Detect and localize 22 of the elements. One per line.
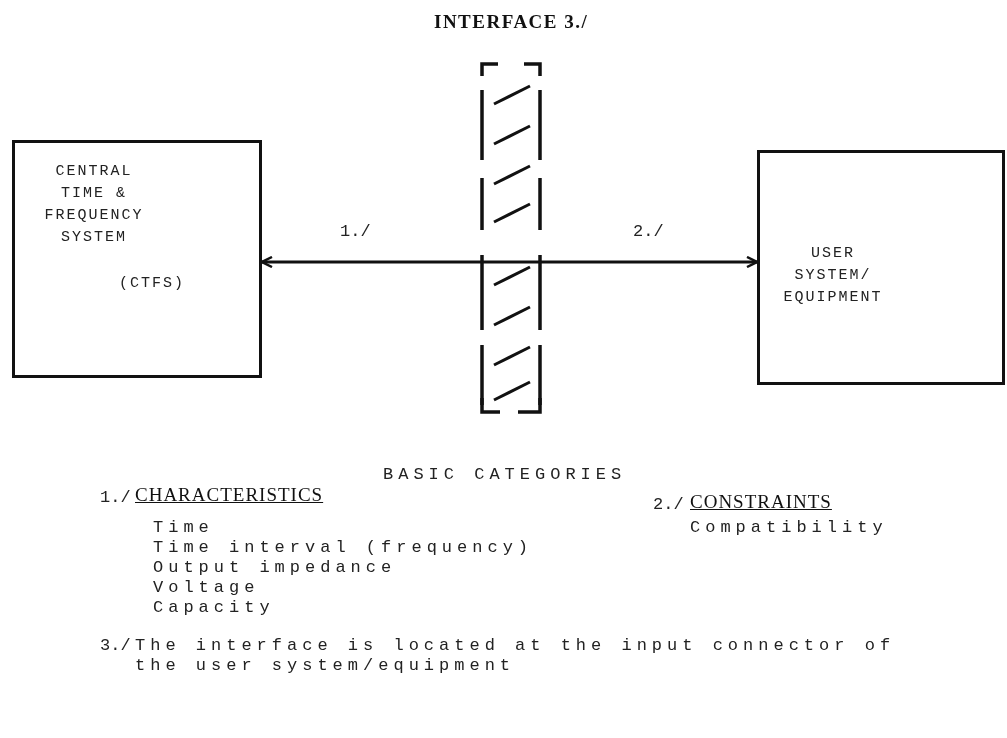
line-number: 2./ xyxy=(633,222,664,242)
system-box xyxy=(12,140,262,378)
list-item: Output impedance xyxy=(153,558,397,578)
system-name: CENTRAL TIME & FREQUENCY SYSTEM xyxy=(43,162,145,248)
list-item: Compatibility xyxy=(690,518,888,538)
system-name: USER SYSTEM/ EQUIPMENT xyxy=(782,244,884,308)
list-item: Capacity xyxy=(153,598,275,618)
line-number: 1./ xyxy=(340,222,371,242)
system-abbreviation: (CTFS) xyxy=(118,274,186,294)
list-item: Voltage xyxy=(153,578,260,598)
double-headed-arrow xyxy=(260,255,759,269)
list-number: 1./ xyxy=(100,488,131,508)
list-number: 2./ xyxy=(653,495,684,515)
system-box xyxy=(757,150,1005,385)
note-text: The interface is located at the input connector of the user system/equipment xyxy=(135,636,897,676)
section-heading: BASIC CATEGORIES xyxy=(383,465,627,485)
list-heading: CHARACTERISTICS xyxy=(135,485,324,505)
list-item: Time interval (frequency) xyxy=(153,538,534,558)
list-heading: CONSTRAINTS xyxy=(690,492,832,512)
list-item: Time xyxy=(153,518,214,538)
list-number: 3./ xyxy=(100,636,131,656)
interface-title: INTERFACE 3./ xyxy=(434,12,589,32)
